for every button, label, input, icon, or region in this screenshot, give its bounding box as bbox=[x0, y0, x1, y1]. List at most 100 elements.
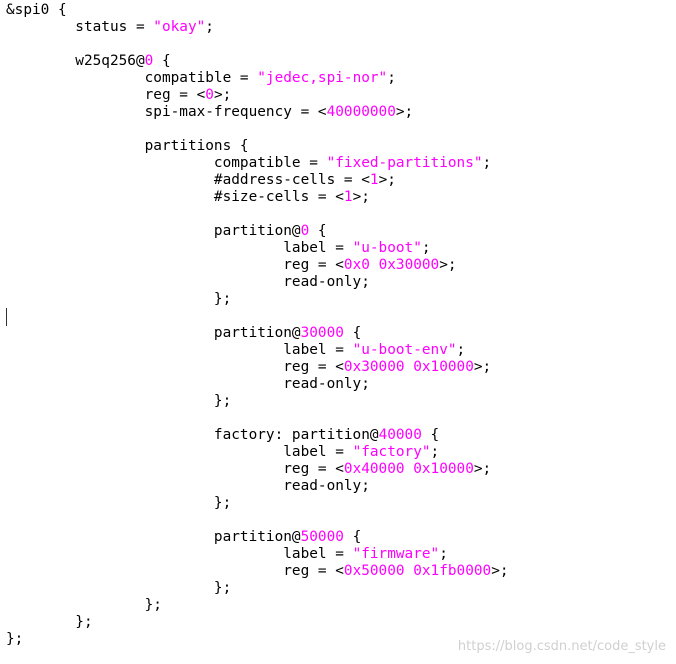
code-string-literal: "firmware" bbox=[352, 546, 440, 562]
code-token: { bbox=[309, 223, 327, 239]
code-line: reg = <0x30000 0x10000>; bbox=[6, 359, 509, 376]
code-number-literal: 0x50000 bbox=[343, 563, 405, 579]
code-line bbox=[6, 206, 509, 223]
code-string-literal: "u-boot" bbox=[352, 240, 422, 256]
code-line: &spi0 { bbox=[6, 2, 509, 19]
code-token: read-only; bbox=[6, 478, 370, 494]
code-token: partition@ bbox=[6, 223, 301, 239]
code-token: >; bbox=[439, 257, 457, 273]
code-token: factory: partition@ bbox=[6, 427, 379, 443]
code-line: #size-cells = <1>; bbox=[6, 189, 509, 206]
code-line: partition@30000 { bbox=[6, 325, 509, 342]
code-line: reg = <0x50000 0x1fb0000>; bbox=[6, 563, 509, 580]
code-token: ; bbox=[482, 155, 492, 171]
code-line: }; bbox=[6, 631, 509, 648]
code-token: reg = < bbox=[6, 563, 344, 579]
code-token: #size-cells = < bbox=[6, 189, 344, 205]
code-number-literal: 40000000 bbox=[326, 104, 396, 120]
code-line: }; bbox=[6, 495, 509, 512]
code-string-literal: "jedec,spi-nor" bbox=[257, 70, 388, 86]
code-line: status = "okay"; bbox=[6, 19, 509, 36]
code-number-literal: 0x30000 bbox=[378, 257, 440, 273]
code-line: }; bbox=[6, 393, 509, 410]
code-line: }; bbox=[6, 597, 509, 614]
code-number-literal: 1 bbox=[369, 172, 379, 188]
code-token: }; bbox=[6, 614, 93, 630]
code-token bbox=[405, 461, 414, 477]
code-token: compatible = bbox=[6, 155, 327, 171]
code-token: label = bbox=[6, 546, 353, 562]
code-token: label = bbox=[6, 240, 353, 256]
code-number-literal: 40000 bbox=[378, 427, 422, 443]
code-token: status = bbox=[6, 19, 154, 35]
code-token: }; bbox=[6, 580, 232, 596]
code-line: reg = <0x0 0x30000>; bbox=[6, 257, 509, 274]
code-token: >; bbox=[352, 189, 370, 205]
code-token: }; bbox=[6, 495, 232, 511]
code-line: partition@50000 { bbox=[6, 529, 509, 546]
code-token: }; bbox=[6, 631, 24, 647]
code-line: #address-cells = <1>; bbox=[6, 172, 509, 189]
code-number-literal: 0x40000 bbox=[343, 461, 405, 477]
code-line bbox=[6, 512, 509, 529]
code-line: partition@0 { bbox=[6, 223, 509, 240]
code-number-literal: 30000 bbox=[300, 325, 344, 341]
code-token: label = bbox=[6, 444, 353, 460]
code-line: label = "firmware"; bbox=[6, 546, 509, 563]
code-token bbox=[370, 257, 379, 273]
code-line: }; bbox=[6, 580, 509, 597]
code-number-literal: 0x10000 bbox=[413, 359, 474, 375]
code-line: compatible = "jedec,spi-nor"; bbox=[6, 70, 509, 87]
code-string-literal: "u-boot-env" bbox=[352, 342, 457, 358]
code-token: >; bbox=[473, 359, 492, 375]
code-line: label = "factory"; bbox=[6, 444, 509, 461]
code-line: compatible = "fixed-partitions"; bbox=[6, 155, 509, 172]
code-line bbox=[6, 36, 509, 53]
code-token: ; bbox=[387, 70, 396, 86]
code-token: reg = < bbox=[6, 87, 206, 103]
code-number-literal: 0x30000 bbox=[343, 359, 405, 375]
code-line: read-only; bbox=[6, 478, 509, 495]
code-text-area[interactable]: &spi0 { status = "okay"; w25q256@0 { com… bbox=[6, 2, 509, 648]
code-token: >; bbox=[491, 563, 509, 579]
code-line: label = "u-boot-env"; bbox=[6, 342, 509, 359]
code-token bbox=[405, 359, 414, 375]
code-number-literal: 0 bbox=[144, 53, 154, 69]
code-string-literal: "fixed-partitions" bbox=[326, 155, 483, 171]
code-token: >; bbox=[395, 104, 414, 120]
code-token: >; bbox=[213, 87, 232, 103]
code-line: spi-max-frequency = <40000000>; bbox=[6, 104, 509, 121]
code-line bbox=[6, 308, 509, 325]
code-token: spi-max-frequency = < bbox=[6, 104, 327, 120]
code-line: partitions { bbox=[6, 138, 509, 155]
code-token: reg = < bbox=[6, 461, 344, 477]
code-number-literal: 0 bbox=[205, 87, 214, 103]
code-token: ; bbox=[439, 546, 448, 562]
code-token: read-only; bbox=[6, 274, 370, 290]
text-cursor bbox=[6, 308, 7, 326]
code-token: }; bbox=[6, 597, 162, 613]
code-token: w25q256@ bbox=[6, 53, 145, 69]
code-number-literal: 0x1fb0000 bbox=[413, 563, 492, 579]
code-token: read-only; bbox=[6, 376, 370, 392]
code-line: factory: partition@40000 { bbox=[6, 427, 509, 444]
code-line: read-only; bbox=[6, 376, 509, 393]
code-token: ; bbox=[205, 19, 214, 35]
code-token: &spi0 { bbox=[6, 2, 67, 18]
code-token: label = bbox=[6, 342, 353, 358]
code-token: }; bbox=[6, 393, 232, 409]
code-number-literal: 50000 bbox=[300, 529, 344, 545]
code-token: { bbox=[343, 325, 362, 341]
code-token: ; bbox=[456, 342, 466, 358]
code-token: partitions { bbox=[6, 138, 249, 154]
code-number-literal: 0 bbox=[300, 223, 310, 239]
code-token: { bbox=[421, 427, 440, 443]
code-token: { bbox=[153, 53, 171, 69]
code-token: ; bbox=[430, 444, 440, 460]
code-token: compatible = bbox=[6, 70, 258, 86]
code-line: reg = <0>; bbox=[6, 87, 509, 104]
code-string-literal: "okay" bbox=[153, 19, 206, 35]
code-number-literal: 0x0 bbox=[343, 257, 370, 273]
code-token: reg = < bbox=[6, 359, 344, 375]
